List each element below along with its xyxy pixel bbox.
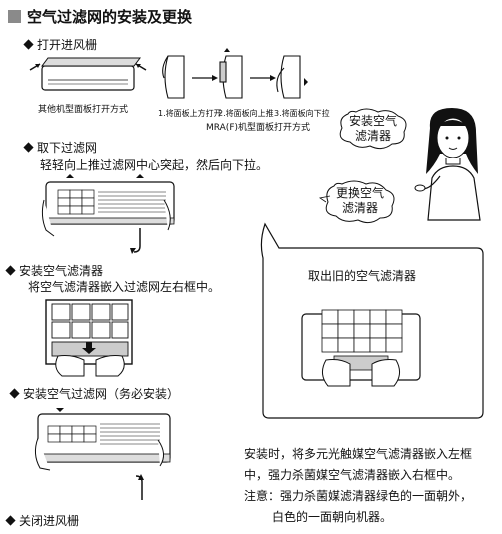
step-close-grille-label: 关闭进风栅 <box>19 514 80 528</box>
square-bullet-icon <box>8 10 21 23</box>
diamond-bullet-icon <box>23 142 34 153</box>
woman-character-illustration <box>414 108 481 221</box>
speech-bubble-install <box>339 108 407 150</box>
install-cleaner-illustration <box>45 299 133 377</box>
diamond-bullet-icon <box>23 39 34 50</box>
install-note-line2: 中，强力杀菌媒空气滤清器嵌入右框中。 <box>244 468 461 482</box>
step-close-grille: 关闭进风栅 <box>5 512 80 529</box>
step-open-grille-label: 打开进风栅 <box>37 38 98 52</box>
install-note-line4: 白色的一面朝向机器。 <box>272 510 393 524</box>
step-install-filter-label: 安装空气过滤网（务必安装） <box>23 387 180 401</box>
diamond-bullet-icon <box>5 265 16 276</box>
bubble-replace-text: 更换空气 滤清器 <box>331 186 389 216</box>
diamond-bullet-icon <box>9 388 20 399</box>
install-note-line1: 安装时，将多元光触媒空气滤清器嵌入左框 <box>244 447 473 461</box>
caption-mra-models: MRA(F)机型面板打开方式 <box>206 123 311 133</box>
step-install-cleaner-desc: 将空气滤清器嵌入过滤网左右框中。 <box>28 280 221 294</box>
install-note-line3: 注意：强力杀菌媒滤清器绿色的一面朝外， <box>244 489 473 503</box>
caption-mra-step1: 1.将面板上方打开 <box>158 109 222 118</box>
ac-open-panel-illustration <box>29 57 147 91</box>
bubble-install-text: 安装空气 滤清器 <box>344 114 402 144</box>
step-remove-filter: 取下过滤网 <box>23 139 98 156</box>
speech-bubble-replace <box>318 180 395 224</box>
page-title: 空气过滤网的安装及更换 <box>8 6 192 27</box>
caption-other-models: 其他机型面板打开方式 <box>38 105 129 115</box>
callout-remove-old: 取出旧的空气滤清器 <box>308 269 417 283</box>
caption-mra-step3: 3.将面板向下拉 <box>274 109 330 118</box>
step-remove-filter-label: 取下过滤网 <box>37 141 98 155</box>
bubble-install-line: 安装空气 滤清器 <box>348 114 397 143</box>
remove-old-cleaner-illustration <box>301 309 421 387</box>
step-remove-filter-desc: 轻轻向上推过滤网中心突起，然后向下拉。 <box>40 158 269 172</box>
step-install-filter: 安装空气过滤网（务必安装） <box>9 385 180 402</box>
install-note: 安装时，将多元光触媒空气滤清器嵌入左框 中，强力杀菌媒空气滤清器嵌入右框中。 注… <box>244 444 472 528</box>
remove-filter-illustration <box>41 174 175 254</box>
install-filter-illustration <box>34 408 171 500</box>
title-text: 空气过滤网的安装及更换 <box>27 8 193 26</box>
step-open-grille: 打开进风栅 <box>23 36 98 53</box>
bubble-replace-line: 更换空气 滤清器 <box>335 186 384 215</box>
diamond-bullet-icon <box>5 515 16 526</box>
step-install-cleaner-label: 安装空气滤清器 <box>19 264 104 278</box>
caption-mra-step2: 2.将面板向上推 <box>218 109 274 118</box>
mra-panel-sequence-illustration <box>162 48 308 99</box>
step-install-cleaner: 安装空气滤清器 <box>5 262 104 279</box>
